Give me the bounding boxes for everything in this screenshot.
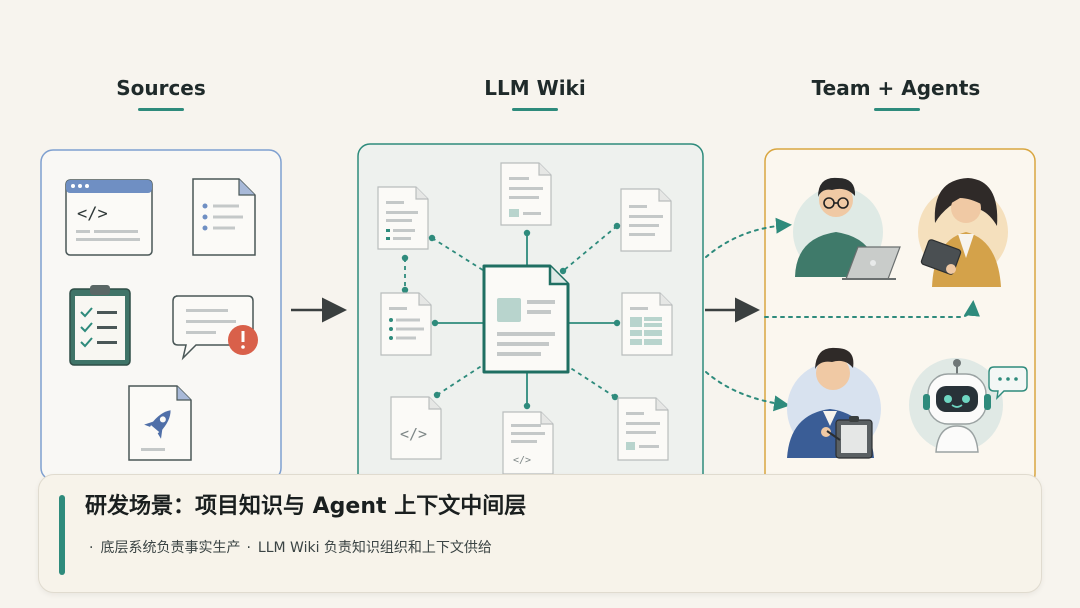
caption-subtitle: · 底层系统负责事实生产 · LLM Wiki 负责知识组织和上下文供给	[83, 539, 523, 558]
central-wiki-document-icon	[482, 264, 570, 374]
wiki-underline	[512, 108, 558, 111]
document-list-icon	[192, 178, 256, 256]
caption-card: 研发场景：项目知识与 Agent 上下文中间层 · 底层系统负责事实生产 · LLM …	[38, 474, 1042, 593]
wiki-doc-bottom-left-code: </>	[390, 396, 442, 460]
man-clipboard-avatar	[787, 347, 881, 459]
bullet-mark: ·	[89, 540, 94, 556]
wiki-doc-mid-left	[380, 292, 432, 356]
caption-title: 研发场景：项目知识与 Agent 上下文中间层	[85, 494, 527, 519]
woman-tablet-avatar	[918, 178, 1008, 287]
team-underline	[874, 108, 920, 111]
code-window-icon: </>	[65, 179, 153, 256]
wiki-doc-top-center	[500, 162, 552, 226]
wiki-title: LLM Wiki	[484, 76, 586, 100]
robot-chat-avatar	[909, 358, 1028, 453]
clipboard-checklist-icon	[69, 285, 131, 366]
caption-bullet-1: 底层系统负责事实生产	[100, 540, 241, 556]
sources-underline	[138, 108, 184, 111]
caption-accent-bar	[59, 495, 65, 575]
sources-title: Sources	[116, 76, 206, 100]
wiki-connectors	[404, 225, 618, 406]
bullet-mark: ·	[246, 540, 251, 556]
svg-text:</>: </>	[400, 425, 427, 443]
svg-text:</>: </>	[77, 204, 108, 224]
chat-alert-icon	[172, 295, 258, 361]
developer-glasses-avatar	[793, 177, 901, 280]
wiki-doc-bottom-right	[617, 397, 669, 461]
wiki-doc-top-right	[620, 188, 672, 252]
svg-text:</>: </>	[513, 455, 531, 466]
wiki-doc-mid-right	[621, 292, 673, 356]
team-title: Team + Agents	[811, 76, 981, 100]
caption-bullet-2: LLM Wiki 负责知识组织和上下文供给	[257, 540, 492, 556]
wiki-doc-top-left	[377, 186, 429, 250]
rocket-document-icon	[128, 385, 192, 461]
team-flow-arrows	[705, 217, 980, 412]
wiki-doc-bottom-center: </>	[502, 411, 554, 475]
